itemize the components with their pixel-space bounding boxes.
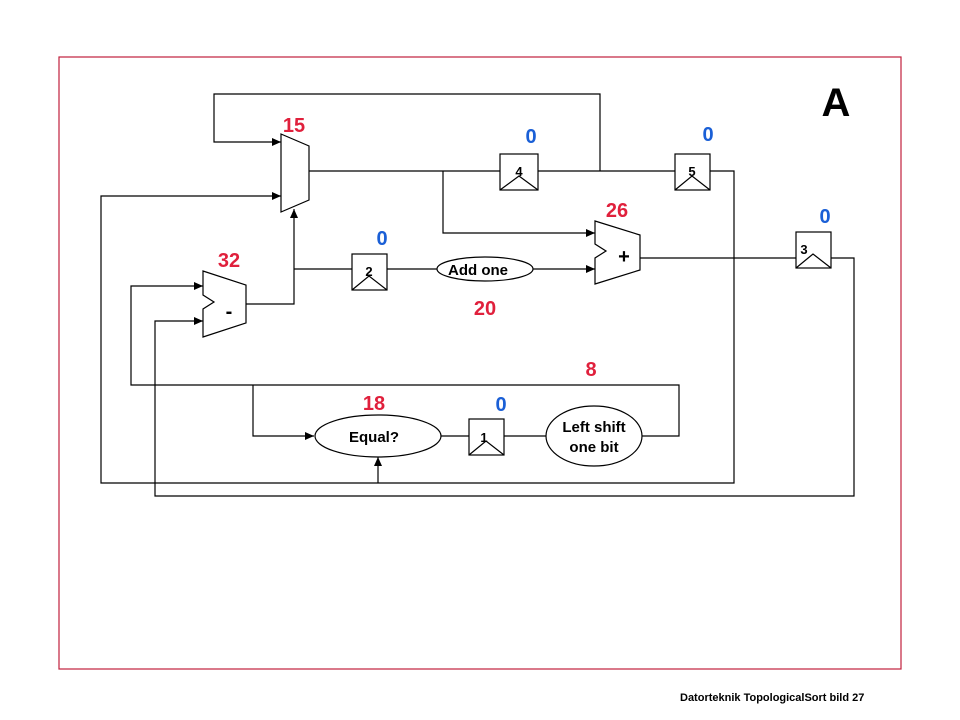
wires — [100, 93, 855, 497]
value-equal-in: 18 — [363, 393, 385, 415]
arrowheads — [194, 138, 595, 466]
register-1-label: 1 — [480, 430, 487, 445]
equal-unit: Equal? — [314, 414, 442, 458]
register-2-label: 2 — [365, 264, 372, 279]
wire-sub-out — [231, 209, 295, 305]
value-sub-out: 32 — [218, 250, 240, 272]
value-shift-out: 8 — [585, 359, 596, 381]
register-4-label: 4 — [515, 164, 523, 179]
register-5-label: 5 — [688, 164, 695, 179]
value-adder-out: 26 — [606, 200, 628, 222]
value-reg3: 0 — [819, 206, 830, 228]
arrow-adder-bottom — [586, 265, 595, 273]
arrow-equal — [305, 432, 314, 440]
arrow-sub-top — [194, 282, 203, 290]
wire-to-adder-top — [442, 171, 595, 234]
arrow-mux-top — [272, 138, 281, 146]
subtractor-unit — [202, 270, 247, 338]
diagram-frame — [58, 56, 902, 670]
value-mux-out: 15 — [283, 115, 305, 137]
register-3: 3 — [795, 231, 832, 269]
value-reg2: 0 — [376, 228, 387, 250]
adder-unit — [594, 220, 641, 285]
value-reg5: 0 — [702, 124, 713, 146]
arrow-sub-bottom — [194, 317, 203, 325]
register-1: 1 — [468, 418, 505, 456]
add-one-label: Add one — [448, 262, 508, 279]
equal-label: Equal? — [349, 429, 399, 446]
wire-shift-loop — [130, 285, 680, 437]
arrow-mux-bottom — [272, 192, 281, 200]
arrow-adder-top — [586, 229, 595, 237]
slide-footer: Datorteknik TopologicalSort bild 27 — [680, 692, 865, 704]
arrow-equal-up — [374, 457, 382, 466]
arrow-mux-bottom-up — [290, 209, 298, 218]
register-2: 2 — [351, 253, 388, 291]
subtractor-sign: - — [226, 301, 233, 323]
register-4: 4 — [499, 153, 539, 191]
adder-sign: + — [618, 246, 630, 268]
value-reg4: 0 — [525, 126, 536, 148]
wire-reg3-loop — [154, 257, 855, 497]
wire-to-equal — [252, 385, 314, 437]
register-3-label: 3 — [800, 242, 807, 257]
value-labels: 15 0 0 26 0 0 32 20 8 18 0 — [218, 115, 831, 416]
left-shift-label-line1: Left shift — [562, 419, 625, 436]
add-one-unit: Add one — [436, 256, 534, 282]
register-5: 5 — [674, 153, 711, 191]
wire-reg5-loop — [100, 170, 735, 484]
wire-mux-feedback — [213, 93, 601, 171]
left-shift-label-line2: one bit — [569, 439, 618, 456]
value-add-one-out: 20 — [474, 298, 496, 320]
left-shift-unit: Left shift one bit — [545, 405, 643, 467]
multiplexer — [280, 133, 310, 213]
diagram-title: A — [822, 81, 851, 125]
value-reg1: 0 — [495, 394, 506, 416]
